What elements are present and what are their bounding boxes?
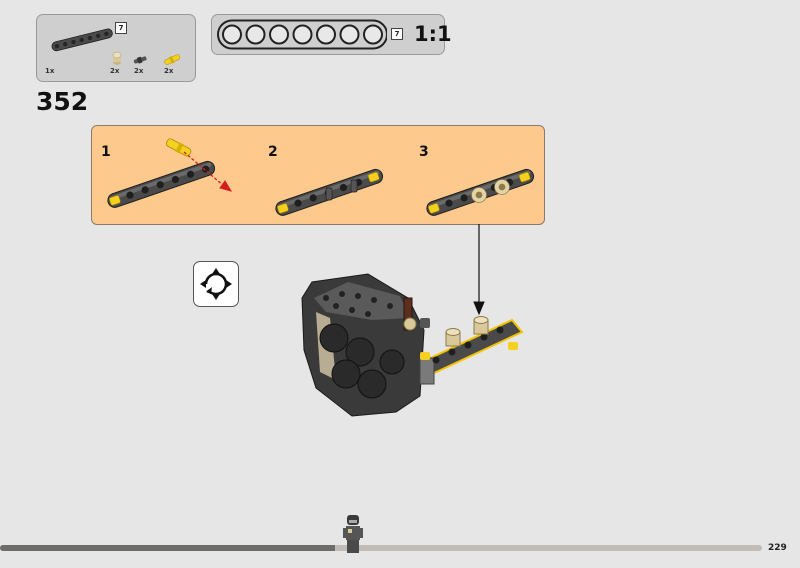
- scale-hole: [269, 24, 289, 45]
- parts-list-box: 7 1x 2x 2x 2x: [36, 14, 196, 82]
- qty-yellow-pin: 2x: [164, 67, 174, 75]
- technic-beam-icon: [51, 28, 113, 52]
- callout-arrow: [473, 224, 485, 316]
- substep-3-tan-connectors: [471, 179, 510, 203]
- scale-label: 1:1: [414, 22, 452, 46]
- tan-connector-icon: [112, 51, 122, 65]
- substep-2-grey-pins: [325, 179, 358, 201]
- yellow-pin-icon: [164, 54, 181, 65]
- substep-illustrations: [105, 138, 536, 218]
- dark-grey-pin-icon: [133, 56, 147, 64]
- scale-length-badge: 7: [391, 28, 403, 40]
- new-beam-subassembly: [419, 316, 524, 385]
- step-number: 352: [36, 87, 89, 116]
- substep-1-yellow-pin: [165, 138, 192, 157]
- scale-hole: [363, 24, 383, 45]
- progress-track: [0, 545, 762, 551]
- scale-hole: [222, 24, 242, 45]
- progress-fill: [0, 545, 336, 551]
- substep-2-label: 2: [268, 144, 278, 160]
- beam-length-badge: 7: [115, 22, 127, 34]
- page-number: 229: [768, 543, 787, 553]
- qty-tan-connector: 2x: [110, 67, 120, 75]
- scale-hole: [316, 24, 336, 45]
- scale-guide-box: 7 1:1: [211, 14, 452, 55]
- minifigure-progress-marker: [343, 515, 363, 553]
- scale-hole: [339, 24, 360, 45]
- qty-beam: 1x: [45, 67, 55, 75]
- substep-1-label: 1: [101, 144, 111, 160]
- main-assembly-model: [301, 273, 430, 417]
- qty-grey-pin: 2x: [134, 67, 144, 75]
- rotate-model-icon: [193, 261, 239, 307]
- rotate-arrows-icon: [200, 268, 232, 300]
- scale-beam-outline: [217, 19, 387, 50]
- scale-hole: [245, 24, 266, 45]
- substep-3-label: 3: [419, 144, 429, 160]
- parts-illustrations: [51, 28, 181, 65]
- scale-hole: [292, 24, 313, 45]
- insert-direction-arrow: [183, 151, 233, 192]
- substeps-callout: 1 2 3: [91, 125, 545, 225]
